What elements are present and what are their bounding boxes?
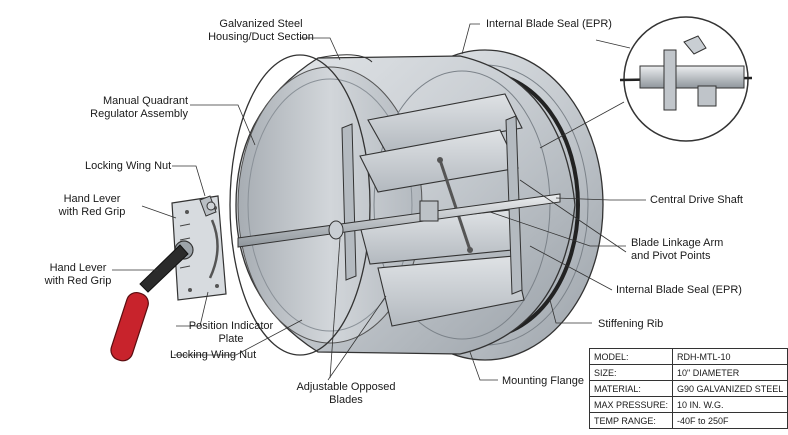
label-blades: Adjustable Opposed Blades (284, 381, 408, 407)
label-quadrant-line2: Regulator Assembly (90, 108, 188, 120)
label-linkage: Blade Linkage Arm and Pivot Points (631, 237, 723, 263)
detail-inset (619, 16, 753, 142)
shaft-end-collar (328, 220, 344, 240)
central-drive-shaft (237, 193, 561, 248)
spec-row: MATERIAL: G90 GALVANIZED STEEL (588, 380, 788, 397)
label-rib: Stiffening Rib (598, 318, 664, 330)
front-rim (229, 54, 371, 356)
spec-key: MAX PRESSURE: (588, 396, 674, 413)
label-lever-bottom-line2: with Red Grip (44, 275, 112, 287)
blade-top (367, 93, 523, 153)
wing-nut-icon (199, 195, 217, 217)
spec-row: SIZE: 10" DIAMETER (588, 364, 788, 381)
spec-value: 10" DIAMETER (672, 364, 788, 381)
spec-key: MODEL: (588, 348, 674, 365)
label-lever-top-line2: with Red Grip (58, 206, 126, 218)
inset-shaft (639, 65, 745, 89)
spec-table: MODEL: RDH-MTL-10 SIZE: 10" DIAMETER MAT… (588, 348, 788, 429)
pivot-point (437, 157, 443, 163)
spec-value: 10 IN. W.G. (672, 396, 788, 413)
spec-value: -40F to 250F (672, 412, 788, 429)
spec-key: SIZE: (588, 364, 674, 381)
label-quadrant: Manual Quadrant Regulator Assembly (60, 95, 188, 121)
label-housing: Galvanized Steel Housing/Duct Section (196, 18, 326, 44)
spec-value: G90 GALVANIZED STEEL (672, 380, 788, 397)
spec-row: MAX PRESSURE: 10 IN. W.G. (588, 396, 788, 413)
label-lever-bottom: Hand Lever with Red Grip (28, 262, 128, 288)
label-seal-side: Internal Blade Seal (EPR) (616, 284, 742, 296)
blade-bottom (377, 255, 525, 327)
blade-linkage-arm (438, 159, 472, 251)
red-grip (110, 292, 149, 362)
label-blades-line2: Blades (329, 394, 363, 406)
label-linkage-line1: Blade Linkage Arm (631, 237, 724, 249)
inset-wing-nut-icon (683, 35, 707, 55)
label-housing-line2: Housing/Duct Section (208, 31, 314, 43)
manual-quadrant-regulator (171, 195, 227, 301)
label-indicator-plate-line1: Position Indicator (188, 320, 274, 332)
spec-value: RDH-MTL-10 (672, 348, 788, 365)
label-indicator-plate: Position Indicator Plate (176, 320, 286, 346)
label-lever-top-line1: Hand Lever (63, 193, 121, 205)
label-wing-nut-top: Locking Wing Nut (85, 160, 172, 172)
spec-row: TEMP RANGE: -40F to 250F (588, 412, 788, 429)
shaft-bearing-block (419, 200, 439, 222)
pivot-point (467, 247, 473, 253)
label-housing-line1: Galvanized Steel (219, 18, 303, 30)
label-lever-bottom-line1: Hand Lever (49, 262, 107, 274)
spec-key: MATERIAL: (588, 380, 674, 397)
spec-key: TEMP RANGE: (588, 412, 674, 429)
spec-row: MODEL: RDH-MTL-10 (588, 348, 788, 365)
label-wing-nut-bottom: Locking Wing Nut (170, 349, 257, 361)
label-flange: Mounting Flange (502, 375, 584, 387)
label-linkage-line2: and Pivot Points (631, 250, 711, 262)
label-quadrant-line1: Manual Quadrant (103, 95, 188, 107)
label-lever-top: Hand Lever with Red Grip (42, 193, 142, 219)
label-drive-shaft: Central Drive Shaft (650, 194, 743, 206)
indicator-slot (208, 219, 219, 279)
hand-lever (110, 240, 194, 362)
adjustable-opposed-blades (359, 93, 525, 327)
label-blades-line1: Adjustable Opposed (296, 381, 396, 393)
stiffening-rib (247, 78, 413, 332)
leader-lines (112, 23, 646, 381)
label-seal-top: Internal Blade Seal (EPR) (486, 18, 612, 30)
label-indicator-plate-line2: Plate (218, 333, 244, 345)
